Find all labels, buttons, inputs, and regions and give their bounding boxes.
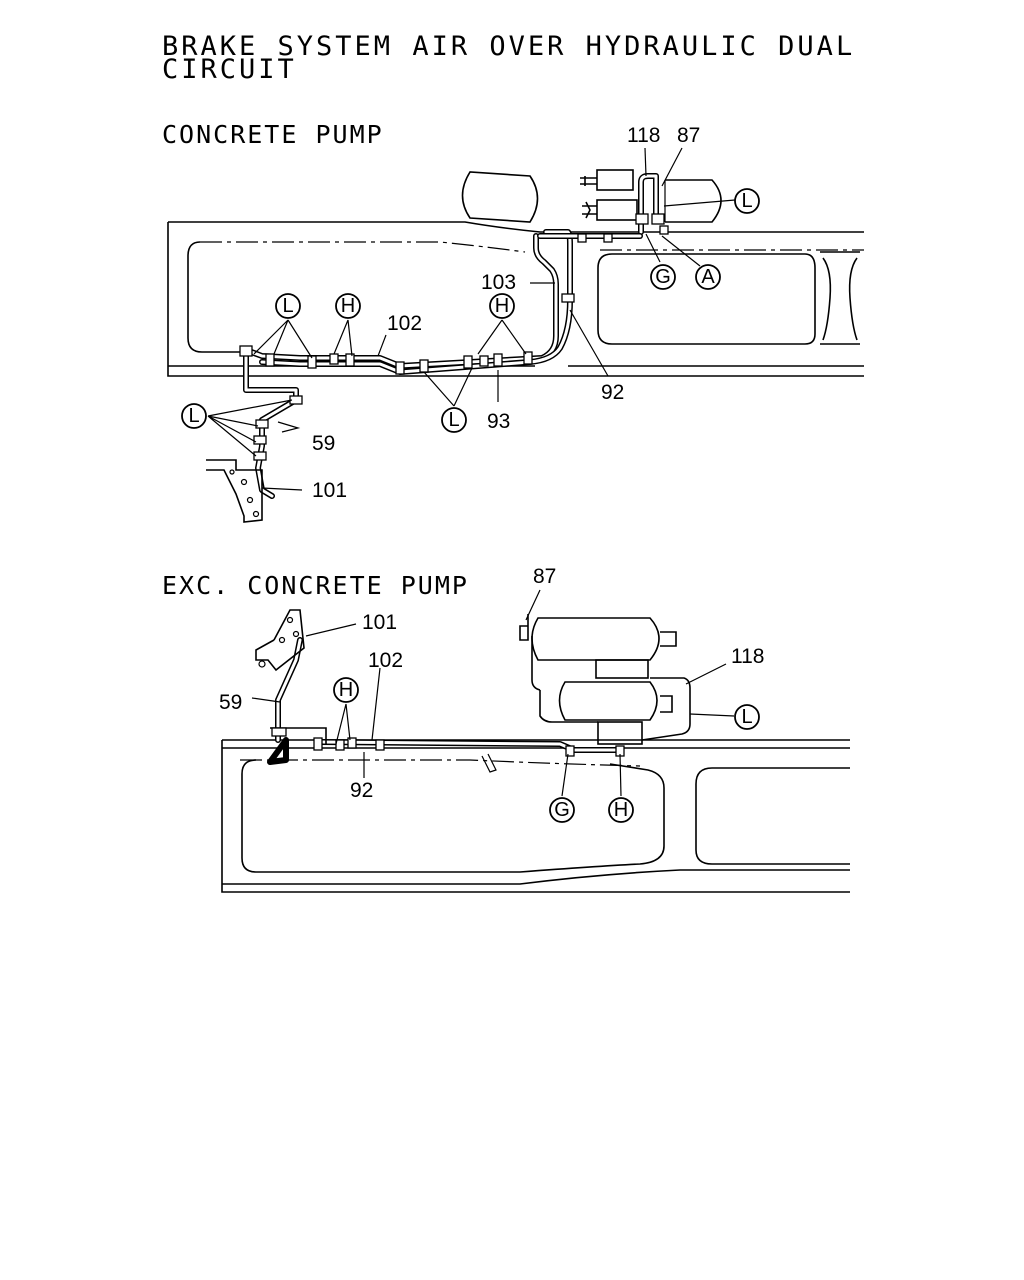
svg-text:H: H bbox=[341, 295, 355, 317]
callout-H-right-top: H bbox=[489, 293, 515, 319]
label-102-bottom: 102 bbox=[368, 649, 403, 672]
section-heading-concrete-pump: CONCRETE PUMP bbox=[162, 120, 384, 149]
label-59-bottom: 59 bbox=[219, 691, 242, 714]
callout-L-bottom-top: L bbox=[441, 407, 467, 433]
callout-H-left-top: H bbox=[335, 293, 361, 319]
callout-G-bottom: G bbox=[549, 797, 575, 823]
valve-bracket-top bbox=[206, 459, 263, 523]
label-59: 59 bbox=[312, 432, 335, 455]
svg-text:L: L bbox=[188, 405, 199, 427]
svg-text:H: H bbox=[614, 799, 628, 821]
air-tanks-bottom bbox=[519, 614, 735, 745]
svg-text:A: A bbox=[701, 266, 715, 288]
callout-L-left-top: L bbox=[275, 293, 301, 319]
brake-pipes-top bbox=[239, 229, 643, 499]
section-heading-exc-concrete-pump: EXC. CONCRETE PUMP bbox=[162, 571, 469, 600]
label-87: 87 bbox=[677, 124, 700, 147]
callout-L-bracket-top: L bbox=[181, 403, 207, 429]
callout-A-top: A bbox=[695, 264, 721, 290]
svg-text:L: L bbox=[282, 295, 293, 317]
label-93: 93 bbox=[487, 410, 510, 433]
svg-text:L: L bbox=[448, 409, 459, 431]
label-101: 101 bbox=[312, 479, 347, 502]
svg-text:G: G bbox=[655, 266, 671, 288]
label-118: 118 bbox=[627, 124, 660, 147]
svg-text:H: H bbox=[339, 679, 353, 701]
valve-bracket-bottom bbox=[255, 609, 305, 672]
brake-pipes-bottom bbox=[267, 637, 625, 773]
label-92: 92 bbox=[601, 381, 624, 404]
callout-H-bottom: H bbox=[608, 797, 634, 823]
tank-fittings-top bbox=[635, 173, 736, 267]
leaders-top bbox=[207, 147, 683, 491]
svg-text:G: G bbox=[554, 799, 570, 821]
label-87-bottom: 87 bbox=[533, 565, 556, 588]
label-92-bottom: 92 bbox=[350, 779, 373, 802]
leaders-bottom bbox=[251, 589, 727, 797]
air-tanks-top bbox=[461, 169, 722, 223]
concrete-pump-section: CONCRETE PUMP bbox=[162, 120, 864, 523]
label-102: 102 bbox=[387, 312, 422, 335]
callout-G-top: G bbox=[650, 264, 676, 290]
svg-text:H: H bbox=[495, 295, 509, 317]
frame-rail-bottom bbox=[221, 739, 850, 893]
label-118-bottom: 118 bbox=[731, 645, 764, 668]
svg-text:L: L bbox=[741, 190, 752, 212]
callout-H-left-bottom: H bbox=[333, 677, 359, 703]
svg-text:L: L bbox=[741, 706, 752, 728]
exc-concrete-pump-section: EXC. CONCRETE PUMP bbox=[162, 565, 850, 893]
title-line-1: BRAKE SYSTEM AIR OVER HYDRAULIC DUAL bbox=[162, 31, 855, 62]
frame-rail-top bbox=[167, 221, 864, 377]
title-line-2: CIRCUIT bbox=[162, 54, 297, 85]
callout-L-tank-top: L bbox=[734, 188, 760, 214]
label-101-bottom: 101 bbox=[362, 611, 397, 634]
label-103: 103 bbox=[481, 271, 516, 294]
callout-L-tank-bottom: L bbox=[734, 704, 760, 730]
